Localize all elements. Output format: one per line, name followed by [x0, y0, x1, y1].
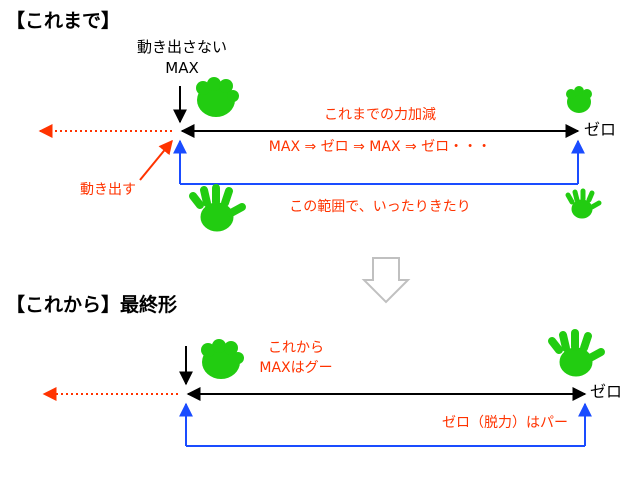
before-heading: 【これまで】: [6, 10, 121, 32]
after-end-label: ゼロ: [590, 382, 623, 401]
transition-down-arrow-icon: [361, 257, 411, 304]
before-range-label: これまでの力加減: [324, 107, 436, 123]
open-hand-icon: [189, 184, 246, 232]
after-fist-icon: [201, 339, 244, 379]
before-back-forth-label: この範囲で、いったりきたり: [289, 199, 471, 215]
after-max-label-line2: MAXはグー: [259, 360, 333, 376]
before-cycle-label: MAX ⇒ ゼロ ⇒ MAX ⇒ ゼロ・・・: [268, 139, 492, 155]
before-start-label-line1: 動き出さない: [136, 38, 227, 56]
fist-icon: [196, 77, 239, 117]
before-start-label-line2: MAX: [165, 59, 199, 77]
after-heading: 【これから】最終形: [6, 294, 178, 316]
small-fist-icon: [566, 86, 592, 113]
small-open-hand-icon: [565, 188, 602, 219]
before-end-label: ゼロ: [584, 120, 617, 139]
after-relax-label: ゼロ（脱力）はパー: [442, 415, 568, 431]
before-move-label: 動き出す: [80, 182, 136, 198]
after-max-label-line1: これから: [268, 340, 324, 356]
after-open-hand-icon: [548, 329, 605, 377]
before-move-pointer-arrow: [139, 139, 173, 181]
